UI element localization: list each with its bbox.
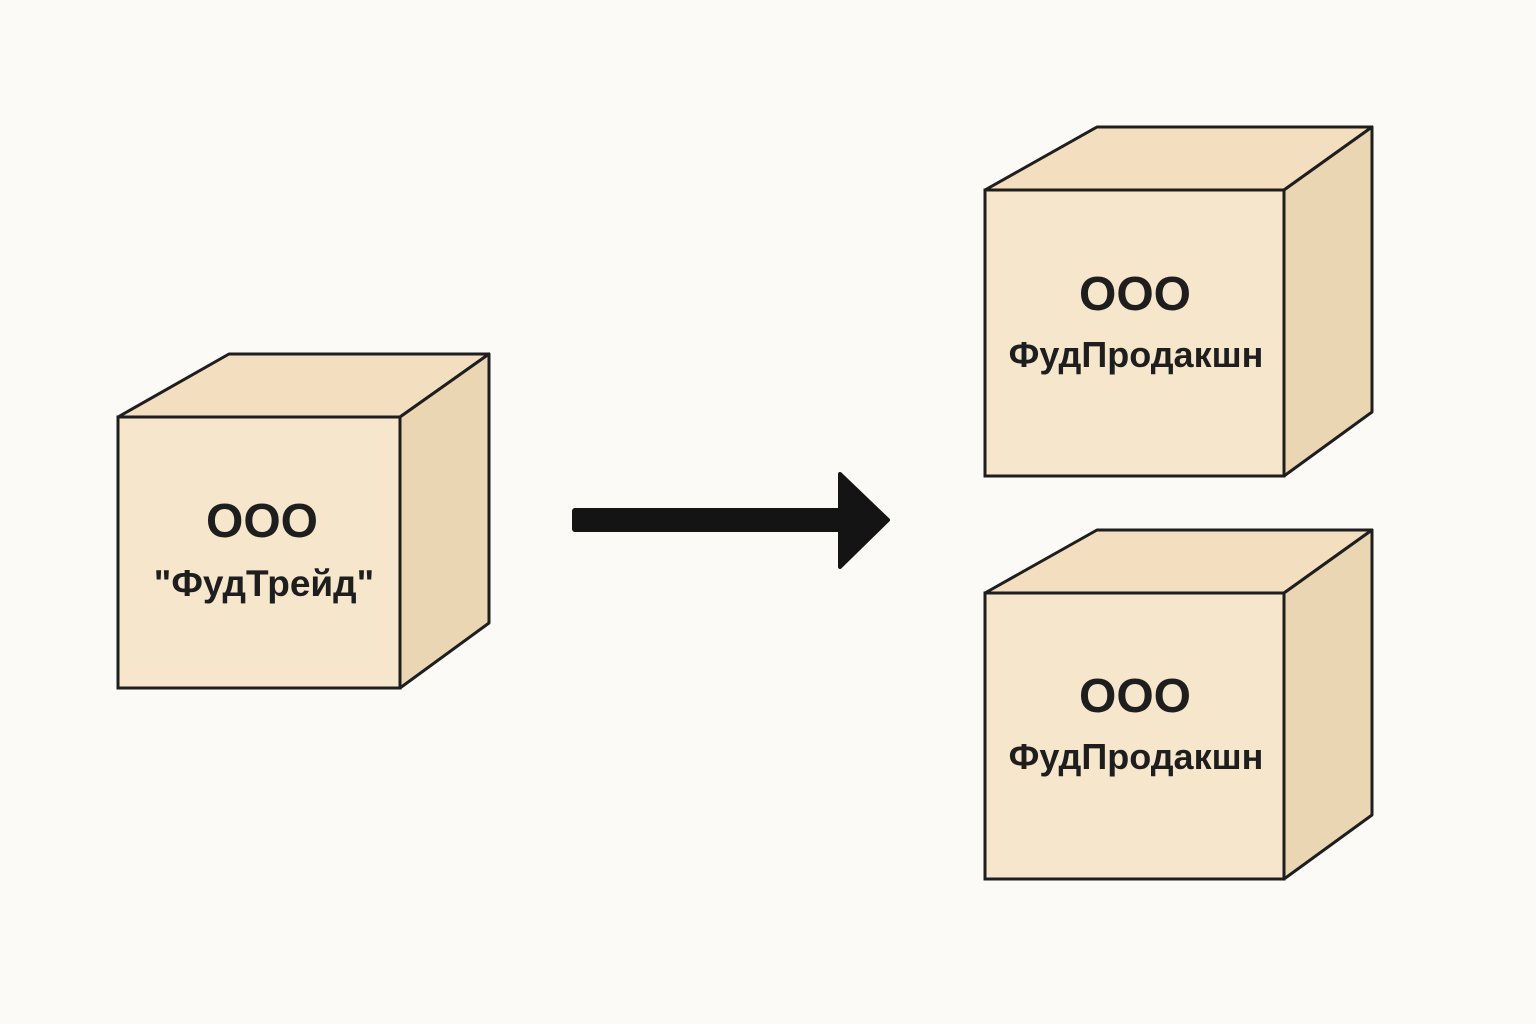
target-company-form: ООО bbox=[1079, 670, 1191, 723]
arrow-shaft bbox=[572, 508, 850, 532]
transition-arrow bbox=[572, 472, 890, 569]
cube-front-face bbox=[983, 591, 1286, 881]
target-company-form: ООО bbox=[1079, 268, 1191, 321]
source-company-form: ООО bbox=[206, 495, 318, 548]
target-company-cube-1: ООО ФудПродакшн bbox=[983, 125, 1374, 478]
arrow-head bbox=[838, 472, 890, 569]
cube-side-face bbox=[1282, 125, 1374, 478]
source-company-name: "ФудТрейд" bbox=[154, 563, 374, 604]
target-company-cube-2: ООО ФудПродакшн bbox=[983, 528, 1374, 881]
cube-front-face bbox=[983, 188, 1286, 478]
cube-side-face bbox=[1282, 528, 1374, 881]
source-company-cube: ООО "ФудТрейд" bbox=[116, 352, 491, 690]
target-company-name: ФудПродакшн bbox=[1009, 736, 1264, 777]
cube-front-face bbox=[116, 415, 402, 690]
target-company-name: ФудПродакшн bbox=[1009, 334, 1264, 375]
